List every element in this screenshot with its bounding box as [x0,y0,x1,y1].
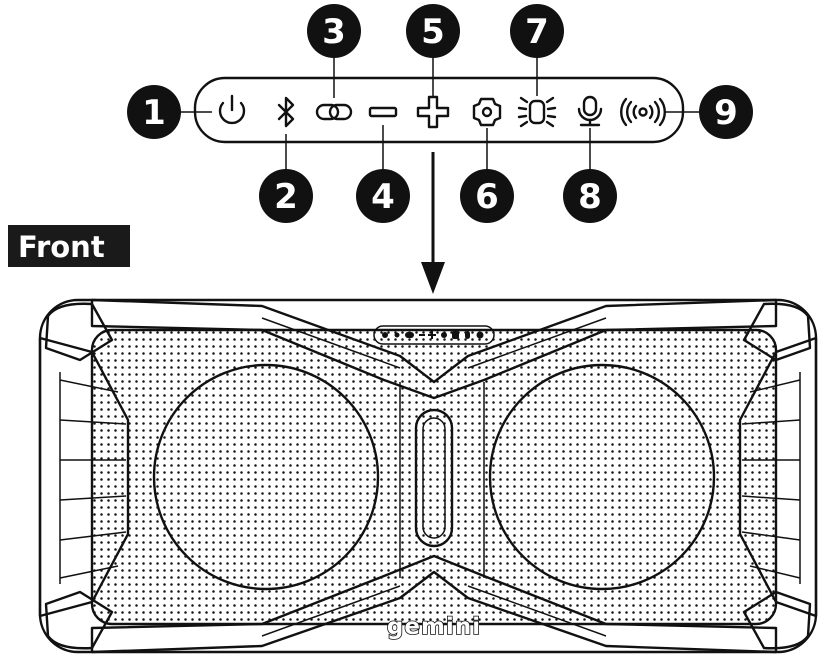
callout-number: 1 [142,93,166,133]
callout-number: 2 [274,177,298,217]
right-driver [488,363,716,591]
callout-badge-6: 6 [460,169,514,223]
callout-badge-2: 2 [259,169,313,223]
callout-badge-5: 5 [406,4,460,58]
power-icon [218,94,246,125]
callout-number: 3 [322,12,346,52]
front-label: Front [8,225,130,267]
top-bumper [90,298,778,400]
plus-icon [416,95,450,129]
callout-number: 5 [421,12,445,52]
mode-icon [472,97,502,127]
bottom-bumper [90,554,778,654]
callout-number: 4 [371,177,395,217]
callout-badge-7: 7 [510,4,564,58]
right-side-bumper [738,336,818,618]
callout-number: 8 [578,177,602,217]
passive-radiator-slot [414,408,454,548]
control-panel-outline [193,76,685,144]
link-icon [315,103,353,121]
callout-number: 9 [714,93,738,133]
callout-number: 7 [525,12,549,52]
callout-badge-9: 9 [699,85,753,139]
minus-icon [368,106,398,118]
callout-badge-3: 3 [307,4,361,58]
callout-leader-lines [180,58,700,172]
brand-logo: gemini [387,614,481,640]
callout-badge-8: 8 [563,169,617,223]
speaker-front-view: gemini [38,298,818,654]
light-icon [517,96,557,128]
callout-number: 6 [475,177,499,217]
bluetooth-icon [277,96,295,128]
left-driver [152,363,380,591]
corner-caps [44,302,812,650]
pointer-arrow [421,152,445,294]
front-label-text: Front [18,230,105,264]
speaker-grille [90,328,778,626]
speaker-control-strip [373,325,495,345]
speakerphone-icon [620,97,666,127]
callout-badge-1: 1 [127,85,181,139]
control-panel-diagram: 1 2 3 4 5 6 7 8 [127,4,753,223]
center-divider [399,382,485,578]
callout-badge-4: 4 [356,169,410,223]
microphone-icon [577,95,603,127]
